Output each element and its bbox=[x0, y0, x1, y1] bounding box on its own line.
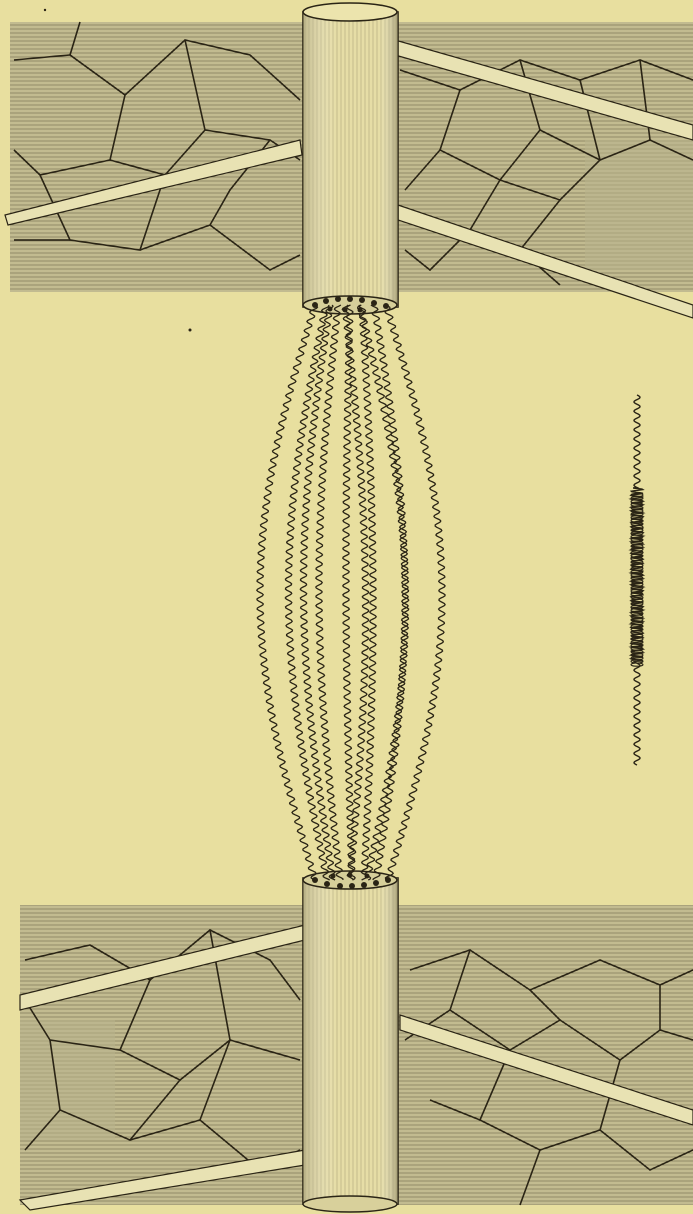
upper-column bbox=[303, 3, 398, 314]
speck bbox=[44, 9, 46, 11]
lower-column bbox=[303, 871, 398, 1212]
speck bbox=[189, 329, 192, 332]
